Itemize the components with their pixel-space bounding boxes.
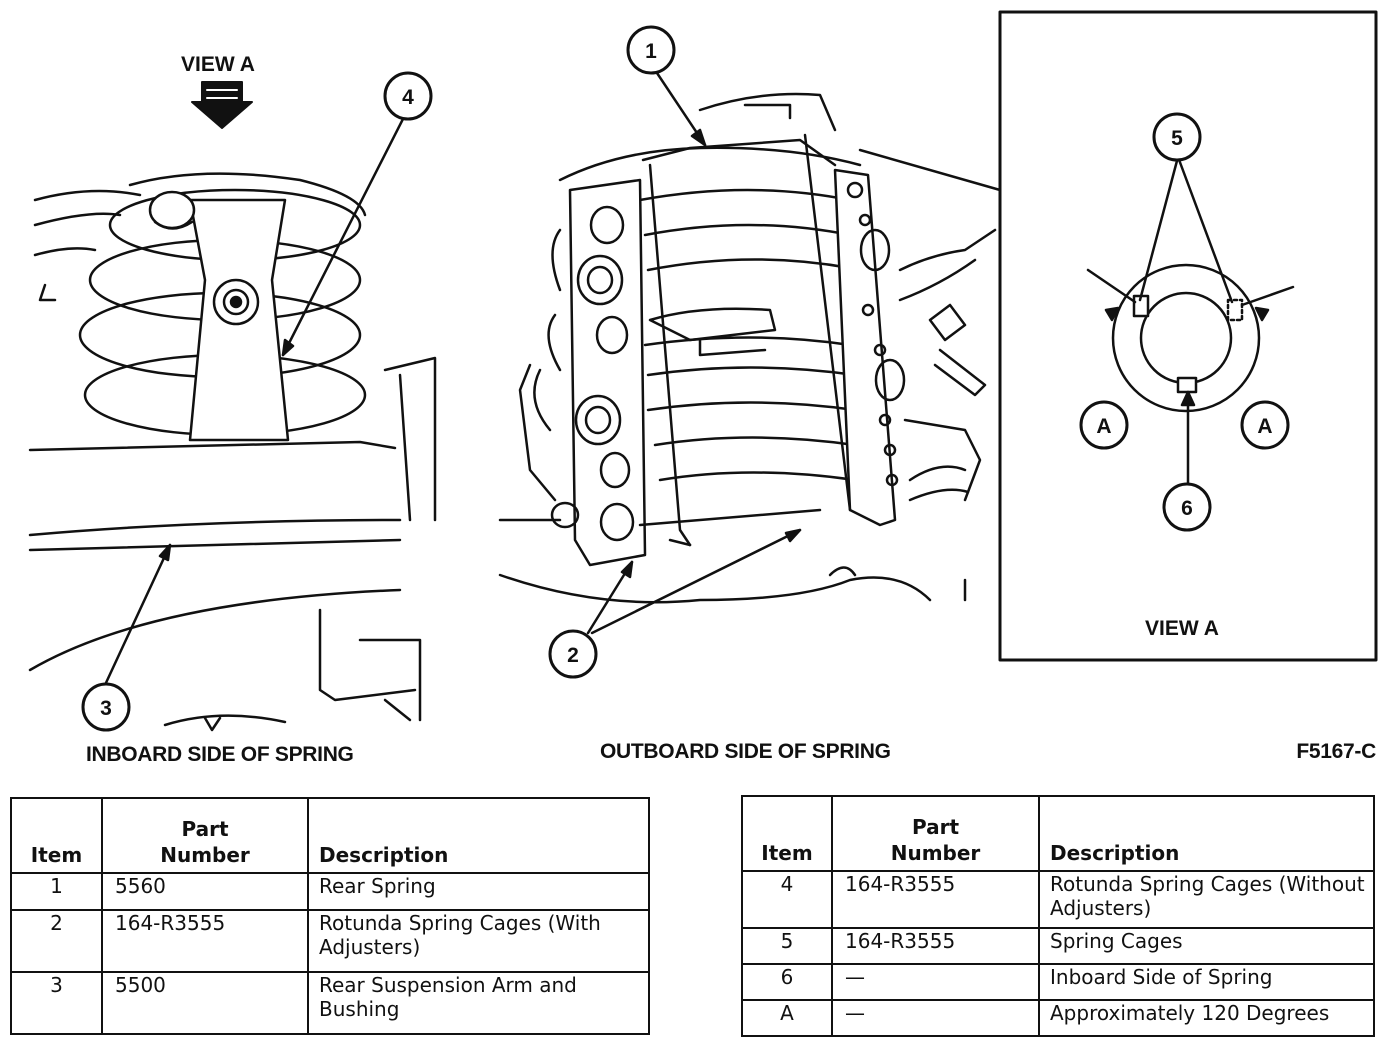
callout-circle-a-right: [1240, 400, 1290, 450]
header-part-line2: Number: [890, 841, 981, 865]
row-item: A: [741, 999, 833, 1037]
callout-number-1: 1: [645, 40, 657, 63]
view-a-arrow-icon: [191, 81, 253, 129]
header-item: Item: [741, 795, 833, 872]
callout-circle-2: [548, 629, 598, 679]
header-part-number: Part Number: [101, 797, 309, 874]
table-header-row: Item Part Number Description: [741, 795, 1375, 872]
view-a-inset-detail: [1086, 155, 1295, 487]
row-description: Inboard Side of Spring: [1038, 963, 1375, 1001]
row-item: 6: [741, 963, 833, 1001]
table-row: 1 5560 Rear Spring: [10, 872, 650, 911]
callout-circle-6: [1162, 482, 1212, 532]
row-part-number: —: [831, 963, 1040, 1001]
parts-table-left: Item Part Number Description 1 5560 Rear…: [10, 797, 650, 1035]
header-part-line1: Part: [911, 815, 960, 839]
row-part-number: —: [831, 999, 1040, 1037]
figure-code: F5167-C: [1296, 740, 1376, 763]
view-a-inset-label: VIEW A: [1145, 617, 1219, 640]
callout-circle-1: [626, 25, 676, 75]
callout-circle-4: [383, 71, 433, 121]
header-part-number: Part Number: [831, 795, 1040, 872]
outboard-caption: OUTBOARD SIDE OF SPRING: [600, 740, 891, 763]
callout-circle-a-left: [1079, 400, 1129, 450]
table-row: A — Approximately 120 Degrees: [741, 999, 1375, 1037]
row-description: Approximately 120 Degrees: [1038, 999, 1375, 1037]
row-item: 1: [10, 872, 103, 911]
callout-number-2: 2: [567, 644, 579, 667]
header-description: Description: [1038, 795, 1375, 872]
row-description: Rotunda Spring Cages (Without Adjusters): [1038, 870, 1375, 929]
callout-number-4: 4: [402, 86, 414, 109]
outboard-spring-illustration: [498, 92, 1002, 604]
table-row: 5 164-R3555 Spring Cages: [741, 927, 1375, 965]
inboard-spring-illustration: [28, 172, 437, 732]
row-part-number: 164-R3555: [101, 909, 309, 973]
callout-circles: [81, 25, 1290, 732]
row-part-number: 164-R3555: [831, 927, 1040, 965]
row-description: Spring Cages: [1038, 927, 1375, 965]
parts-table-right: Item Part Number Description 4 164-R3555…: [741, 795, 1375, 1037]
header-item: Item: [10, 797, 103, 874]
spring-cage-diagram: 1 2 3 4 5 6 A A VIEW A VIEW A: [28, 10, 1378, 732]
callout-letter-a-left: A: [1096, 415, 1111, 438]
row-description: Rear Suspension Arm and Bushing: [307, 971, 650, 1035]
row-item: 5: [741, 927, 833, 965]
inboard-caption: INBOARD SIDE OF SPRING: [86, 743, 354, 766]
view-a-inset-frame: [998, 10, 1378, 662]
table-header-row: Item Part Number Description: [10, 797, 650, 874]
row-item: 4: [741, 870, 833, 929]
callout-number-5: 5: [1171, 127, 1183, 150]
callout-circle-5: [1152, 112, 1202, 162]
view-a-top-label: VIEW A: [181, 53, 255, 76]
callout-circle-3: [81, 682, 131, 732]
header-part-line2: Number: [160, 843, 250, 867]
header-description: Description: [307, 797, 650, 874]
row-description: Rotunda Spring Cages (With Adjusters): [307, 909, 650, 973]
row-item: 3: [10, 971, 103, 1035]
callout-number-6: 6: [1181, 497, 1193, 520]
table-row: 6 — Inboard Side of Spring: [741, 963, 1375, 1001]
table-row: 4 164-R3555 Rotunda Spring Cages (Withou…: [741, 870, 1375, 929]
table-row: 3 5500 Rear Suspension Arm and Bushing: [10, 971, 650, 1035]
table-row: 2 164-R3555 Rotunda Spring Cages (With A…: [10, 909, 650, 973]
header-part-line1: Part: [181, 817, 229, 841]
callout-letter-a-right: A: [1257, 415, 1272, 438]
row-part-number: 5500: [101, 971, 309, 1035]
row-item: 2: [10, 909, 103, 973]
row-description: Rear Spring: [307, 872, 650, 911]
row-part-number: 164-R3555: [831, 870, 1040, 929]
row-part-number: 5560: [101, 872, 309, 911]
callout-number-3: 3: [100, 697, 112, 720]
